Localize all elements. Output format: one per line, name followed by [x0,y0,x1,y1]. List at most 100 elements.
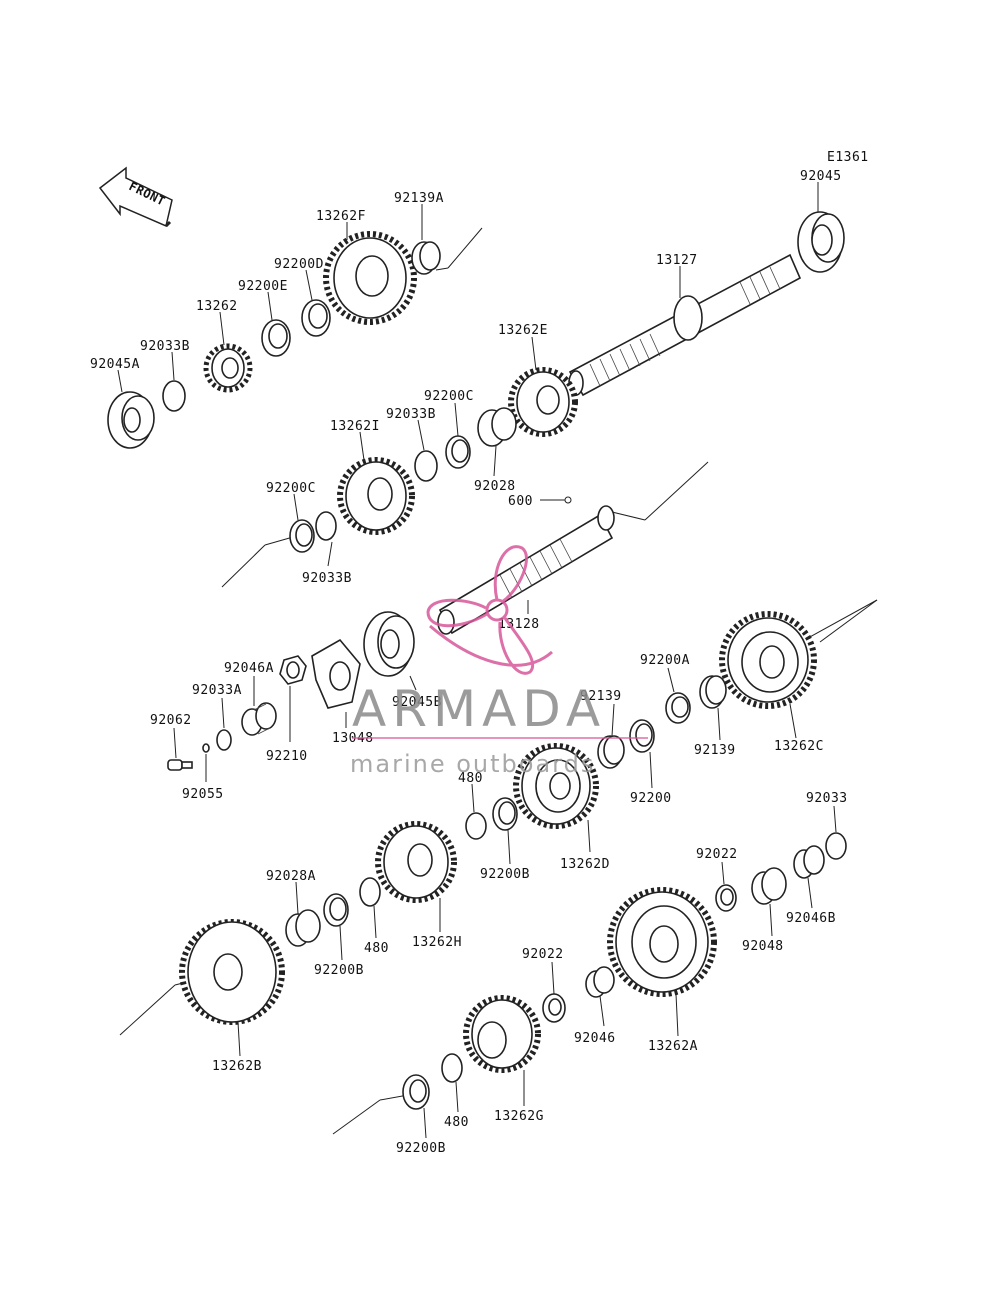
label-92022-a: 92022 [696,847,738,862]
washer-92200C-b [289,519,315,553]
circlip-92033B-top [162,380,186,412]
bearing-92139-b [597,735,625,769]
label-13262C: 13262C [774,739,824,754]
label-13262A: 13262A [648,1039,698,1054]
label-92045: 92045 [800,169,842,184]
label-92062: 92062 [150,713,192,728]
circlip-480-a [465,812,487,840]
label-92045B: 92045B [392,695,442,710]
label-13262: 13262 [196,299,238,314]
bearing-92139-a [699,675,727,709]
label-92139-a: 92139 [694,743,736,758]
label-92022-b: 92022 [522,947,564,962]
label-92200D: 92200D [274,257,324,272]
watermark-tagline: marine outboards [350,750,595,778]
label-480-b: 480 [364,941,389,956]
washer-92200 [629,719,655,753]
label-92200: 92200 [630,791,672,806]
label-600: 600 [508,494,533,509]
label-13262E: 13262E [498,323,548,338]
gear-13262C [719,611,817,709]
bearing-92046A [241,702,277,736]
label-92046B: 92046B [786,911,836,926]
label-13262G: 13262G [494,1109,544,1124]
washer-92200B-a [492,797,518,831]
washer-92200A [665,692,691,724]
washer-92200B-b [323,893,349,927]
label-92200B-b: 92200B [314,963,364,978]
bearing-92045 [797,211,845,273]
label-92200C-a: 92200C [424,389,474,404]
bearing-92046 [585,966,615,998]
label-92200B-c: 92200B [396,1141,446,1156]
label-92139-b: 92139 [580,689,622,704]
watermark-brand: ARMADA [352,680,606,738]
gear-13262F [323,231,417,325]
part-labels: 92045 13127 92139A 13262F 92200D 92200E … [90,169,848,1156]
circlip-92033B-mid [414,450,438,482]
label-92033B-mid: 92033B [386,407,436,422]
bushing-92028 [477,407,517,447]
washer-92022-b [542,993,566,1023]
gear-13262A [607,887,717,997]
bearing-92045A [107,391,155,449]
shaft-13127 [568,253,802,397]
circlip-92033 [825,832,847,860]
bearing-92045B [363,611,415,677]
leader-lines [117,182,837,1139]
label-13262D: 13262D [560,857,610,872]
label-92139A: 92139A [394,191,444,206]
bolt-92062 [167,759,193,771]
label-13262I: 13262I [330,419,380,434]
collar-92048 [751,867,787,905]
propeller-logo-icon [426,545,553,675]
washer-92200E [261,319,291,357]
front-arrow-icon: FRONT [98,166,173,228]
gear-13262G [463,995,541,1073]
label-480-a: 480 [458,771,483,786]
washer-92200D [301,299,331,337]
circlip-480-c [441,1053,463,1083]
label-92028A: 92028A [266,869,316,884]
washer-92022-a [715,884,737,912]
gear-13262H [375,821,457,903]
label-92033B-top: 92033B [140,339,190,354]
watermark: ARMADA marine outboards [350,545,648,778]
label-92033B-low: 92033B [302,571,352,586]
bushing-92028A [285,909,321,947]
label-92048: 92048 [742,939,784,954]
bearing-92139A [411,241,441,275]
axis-lines [119,227,878,1135]
bearing-92046B [793,845,825,879]
gear-13262 [203,343,253,393]
label-92045A: 92045A [90,357,140,372]
label-92200A: 92200A [640,653,690,668]
label-13127: 13127 [656,253,698,268]
label-92210: 92210 [266,749,308,764]
label-92055: 92055 [182,787,224,802]
circlip-92033A [216,729,232,751]
circlip-480-b [359,877,381,907]
gear-13262E [508,367,578,437]
label-13262F: 13262F [316,209,366,224]
label-92046: 92046 [574,1031,616,1046]
label-13262H: 13262H [412,935,462,950]
nut-92210 [279,655,307,685]
label-13262B: 13262B [212,1059,262,1074]
label-92033: 92033 [806,791,848,806]
label-92046A: 92046A [224,661,274,676]
gear-13262D [513,743,599,829]
collar-13048 [311,638,361,709]
label-480-c: 480 [444,1115,469,1130]
washer-92055 [202,743,210,753]
label-92200B-a: 92200B [480,867,530,882]
gear-13262I [337,457,415,535]
label-92200C-b: 92200C [266,481,316,496]
diagram-code: E1361 [827,150,869,165]
washer-92200B-c [402,1074,430,1110]
label-92033A: 92033A [192,683,242,698]
label-92200E: 92200E [238,279,288,294]
label-92028: 92028 [474,479,516,494]
gear-13262B [179,919,285,1025]
